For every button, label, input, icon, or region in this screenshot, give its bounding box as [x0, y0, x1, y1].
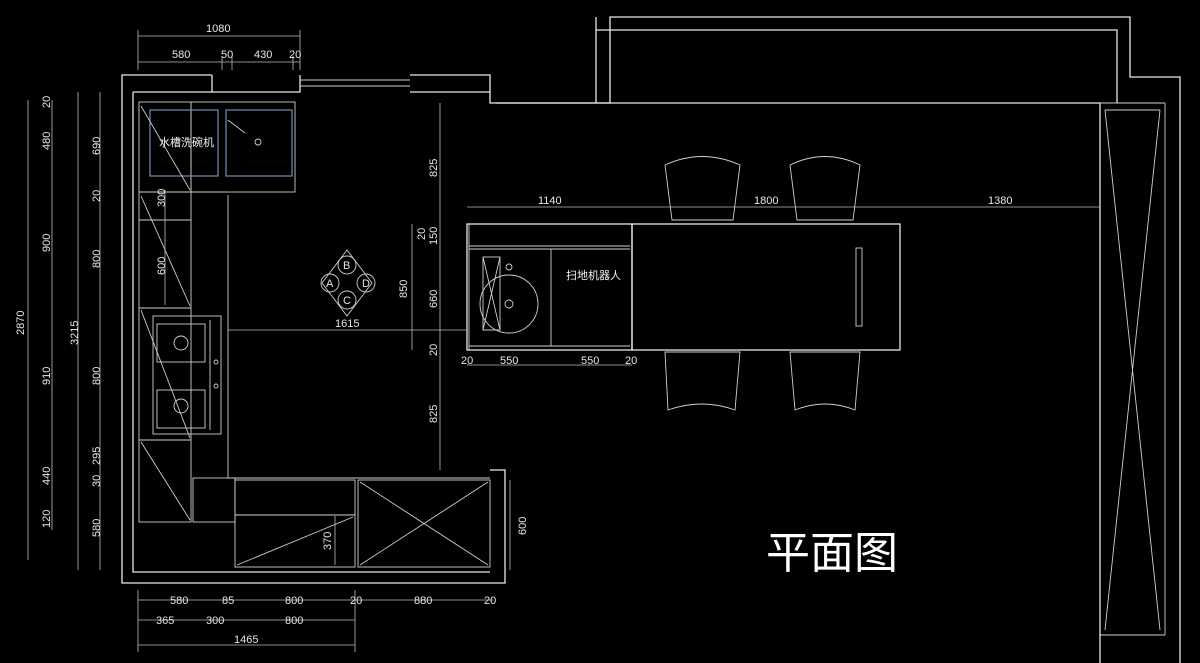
chairs — [664, 156, 861, 411]
dimension-label: 880 — [414, 595, 432, 607]
dimension-label: 300 — [206, 615, 224, 627]
dimension-label: 480 — [41, 132, 53, 150]
dimension-label: 20 — [428, 344, 440, 356]
dimension-label: 690 — [91, 137, 103, 155]
compass-d: D — [362, 278, 370, 290]
bottom-cabinets — [192, 477, 491, 568]
dimension-label: 85 — [222, 595, 234, 607]
dimension-label: 910 — [41, 367, 53, 385]
sink-dishwasher-label: 水槽洗碗机 — [159, 135, 214, 149]
dimension-label: 20 — [91, 190, 103, 202]
dimension-label: 850 — [398, 280, 410, 298]
island — [466, 223, 901, 351]
dimension-label: 30 — [91, 475, 103, 487]
dimension-label: 50 — [221, 49, 233, 61]
dimension-label: 550 — [581, 355, 599, 367]
dimension-label: 300 — [156, 189, 168, 207]
dimension-label: 20 — [461, 355, 473, 367]
left-cabinets — [138, 101, 490, 523]
dimension-label: 800 — [91, 250, 103, 268]
dimension-label: 20 — [484, 595, 496, 607]
dimension-label: 295 — [91, 447, 103, 465]
dimension-label: 550 — [500, 355, 518, 367]
dimension-label: 580 — [172, 49, 190, 61]
dimension-label: 1615 — [335, 318, 359, 330]
dimension-label: 3215 — [69, 321, 81, 345]
dimension-label: 365 — [156, 615, 174, 627]
dimension-label: 440 — [41, 467, 53, 485]
dimension-label: 800 — [285, 615, 303, 627]
dimension-label: 1465 — [234, 634, 258, 646]
walls — [121, 16, 1181, 663]
compass-a: A — [326, 278, 334, 290]
compass-symbol: B A D C — [320, 249, 376, 317]
dimension-label: 20 — [416, 228, 428, 240]
dimension-label: 20 — [625, 355, 637, 367]
dimension-label: 150 — [428, 227, 440, 245]
dimension-label: 580 — [170, 595, 188, 607]
dimension-label: 430 — [254, 49, 272, 61]
dimension-label: 825 — [428, 159, 440, 177]
dimension-label: 2870 — [15, 311, 27, 335]
dimension-label: 20 — [289, 49, 301, 61]
dimension-label: 800 — [285, 595, 303, 607]
compass-c: C — [343, 295, 351, 307]
dimension-label: 580 — [91, 519, 103, 537]
dimension-label: 20 — [350, 595, 362, 607]
dimension-label: 370 — [322, 532, 334, 550]
dimension-lines — [27, 30, 1100, 652]
dimension-texts: 1080 580 50 430 20 2870 3215 20 480 900 … — [15, 23, 1012, 646]
dimension-label: 20 — [41, 96, 53, 108]
compass-b: B — [343, 260, 350, 272]
dimension-label: 120 — [41, 510, 53, 528]
dimension-label: 900 — [41, 234, 53, 252]
dimension-label: 800 — [91, 367, 103, 385]
dimension-label: 1140 — [538, 195, 562, 207]
robot-vacuum-label: 扫地机器人 — [566, 268, 621, 282]
dimension-label: 600 — [517, 517, 529, 535]
dimension-label: 1080 — [206, 23, 230, 35]
dimension-label: 1800 — [754, 195, 778, 207]
dimension-label: 825 — [428, 405, 440, 423]
plan-title: 平面图 — [766, 528, 898, 579]
dimension-label: 1380 — [988, 195, 1012, 207]
dimension-label: 660 — [428, 290, 440, 308]
dimension-label: 600 — [156, 257, 168, 275]
